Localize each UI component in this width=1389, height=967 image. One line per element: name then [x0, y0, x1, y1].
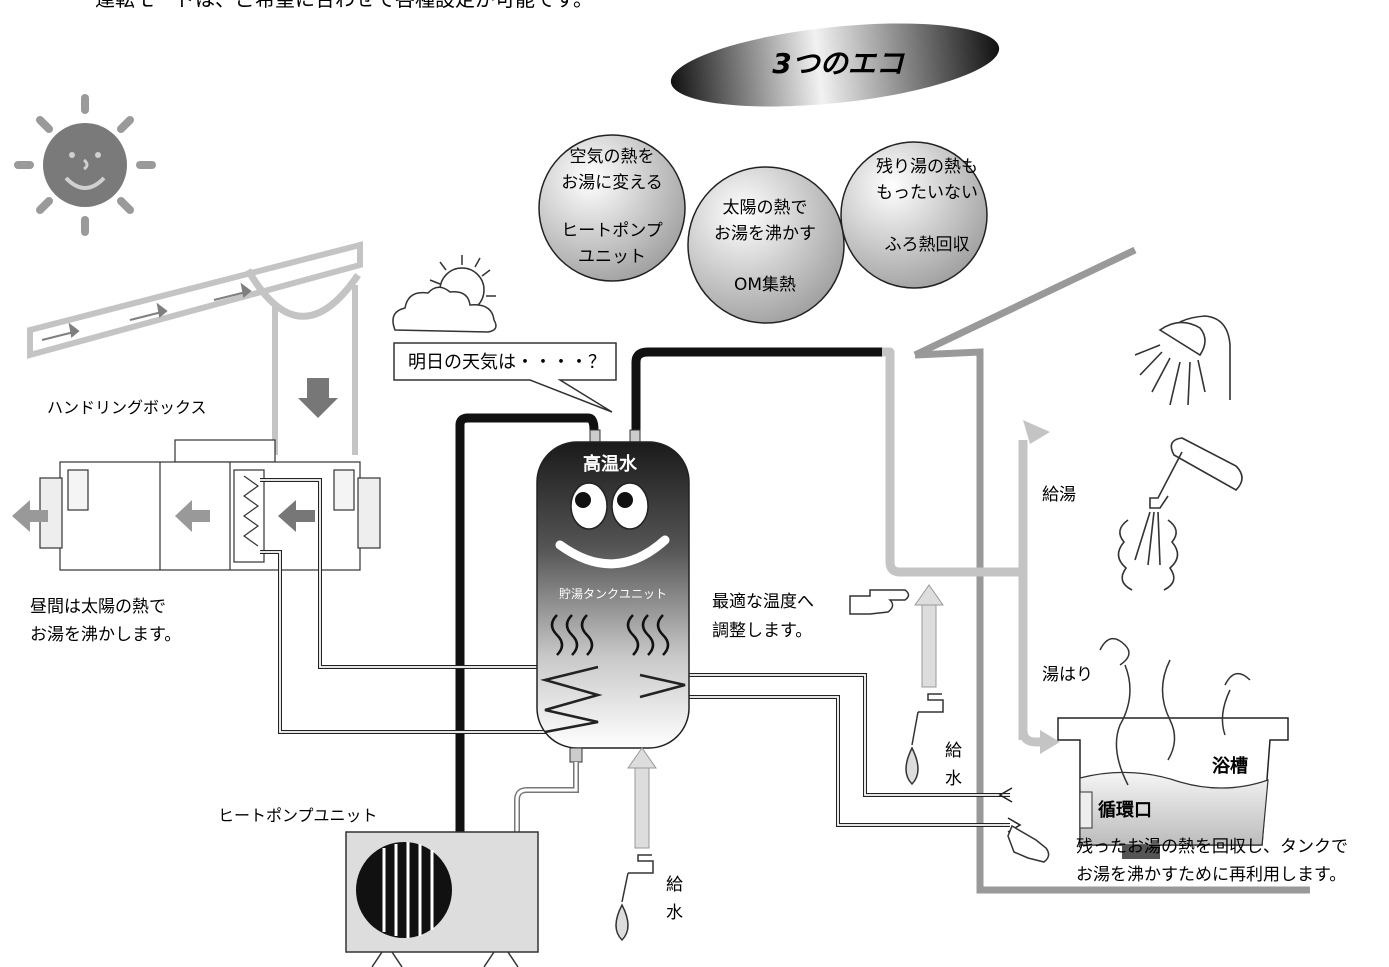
optimal-temp-label: 最適な温度へ — [712, 592, 814, 612]
heat-coil — [540, 665, 686, 734]
title-banner-text: 3つのエコ — [772, 47, 905, 80]
water-supply-label: 給 — [666, 875, 683, 895]
house-outline — [913, 246, 1310, 894]
cloud-sun-icon — [392, 255, 497, 333]
water-supply-label: 給 — [945, 741, 962, 761]
shower-icon — [1134, 315, 1231, 406]
eco-circle-text: OM集熱 — [734, 275, 796, 295]
eco-circle-text: 太陽の熱で — [723, 198, 808, 218]
optimal-temp-label: 調整します。 — [712, 621, 812, 641]
circulation-label: 循環口 — [1098, 799, 1152, 821]
eco-circle-text: もったいない — [876, 183, 978, 203]
high-temp-label: 高温水 — [583, 453, 638, 475]
supply-pipe — [882, 347, 1060, 754]
daytime-label: お湯を沸かします。 — [30, 625, 181, 645]
tank-face — [555, 482, 670, 569]
roof-collector — [27, 241, 363, 359]
sun-icon — [14, 94, 156, 236]
water-supply-label: 水 — [666, 903, 683, 923]
eco-circle-text: お湯に変える — [561, 173, 663, 193]
recovery-label: 残ったお湯の熱を回収し、タンクで — [1076, 837, 1348, 857]
collector-loop-pipe — [260, 478, 598, 734]
supply-hot-label: 給湯 — [1042, 485, 1076, 505]
heat-pump-label: ヒートポンプユニット — [218, 806, 378, 825]
bath-recovery-pipe — [640, 673, 1022, 833]
title-banner: 3つのエコ — [670, 23, 1000, 107]
bathtub-label: 浴槽 — [1212, 755, 1248, 777]
water-supply-label: 水 — [945, 769, 962, 789]
eco-circle-text: ふろ熱回収 — [885, 235, 970, 255]
heat-pump-pipe — [515, 762, 578, 848]
hot-water-pipe — [455, 347, 890, 840]
recovery-label: お湯を沸かすために再利用します。 — [1076, 865, 1346, 885]
eco-circle-om: 残り湯の熱も もったいない ふろ熱回収 — [840, 141, 988, 289]
pointing-hand-icon — [1007, 824, 1050, 863]
pointing-hand-icon — [849, 589, 910, 615]
duct-down — [272, 285, 358, 455]
storage-tank-label: 貯湯タンクユニット — [559, 587, 667, 601]
daytime-label: 昼間は太陽の熱で — [30, 597, 166, 617]
eco-circle-heatpump: 空気の熱を お湯に変える ヒートポンプ ユニット — [538, 134, 686, 282]
bathtub — [1057, 637, 1289, 859]
faucet-supply-icon — [905, 693, 944, 786]
eco-circle-text: 残り湯の熱も — [876, 157, 978, 177]
faucet-supply-icon — [615, 854, 654, 942]
weather-speech-bubble: 明日の天気は・・・・？ — [393, 342, 617, 413]
eco-circle-text: ユニット — [578, 247, 646, 267]
weather-bubble-text: 明日の天気は・・・・？ — [408, 352, 606, 373]
bath-fill-label: 湯はり — [1042, 665, 1093, 685]
heat-wave-icon — [550, 614, 670, 656]
eco-circle-bath: 太陽の熱で お湯を沸かす OM集熱 — [687, 166, 845, 324]
cold-water-arrow — [627, 584, 944, 849]
handling-box-label: ハンドリングボックス — [47, 398, 207, 417]
eco-circle-text: お湯を沸かす — [714, 224, 816, 244]
handling-box — [39, 439, 381, 571]
faucet-icon — [1117, 437, 1243, 591]
airflow-arrows — [12, 500, 315, 532]
storage-tank: 高温水 貯湯タンクユニット — [536, 429, 690, 763]
intro-text: 運転モードは、ご希望に合わせて各種設定が可能です。 — [95, 0, 593, 11]
eco-circle-text: ヒートポンプ — [561, 221, 663, 241]
eco-circle-text: 空気の熱を — [570, 147, 655, 167]
heat-pump-unit — [345, 831, 539, 967]
